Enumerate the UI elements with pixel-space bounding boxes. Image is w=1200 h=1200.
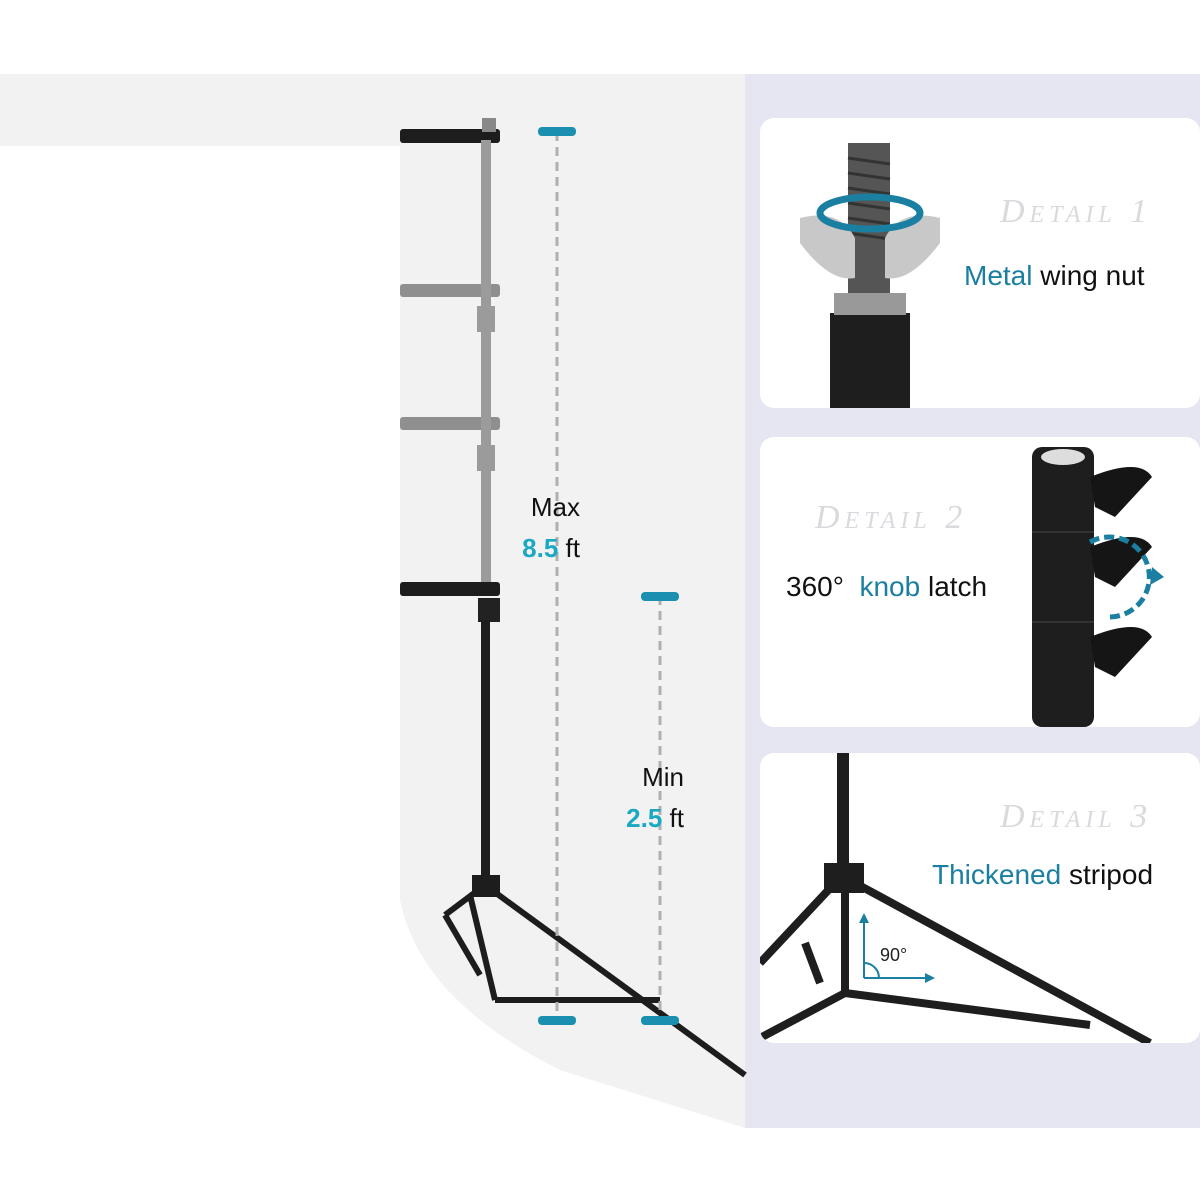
max-label: Max bbox=[530, 492, 580, 522]
detail-card-3: 90° Detail 3 Thickened stripod bbox=[760, 753, 1200, 1043]
max-bottom-marker bbox=[538, 1016, 576, 1025]
crossbar-ghost-2 bbox=[400, 417, 500, 430]
main-pole bbox=[481, 620, 490, 890]
min-value: 2.5 bbox=[626, 803, 663, 833]
detail-1-text: wing nut bbox=[1040, 260, 1145, 291]
crossbar-ghost-1 bbox=[400, 284, 500, 297]
detail-2-label: Detail 2 bbox=[815, 499, 968, 536]
max-top-marker bbox=[538, 127, 576, 136]
min-label-block: Min 2.5 ft bbox=[584, 762, 684, 834]
detail-1-accent: Metal bbox=[964, 260, 1033, 291]
crossbar-bottom bbox=[400, 582, 500, 596]
detail-1-label: Detail 1 bbox=[1000, 193, 1153, 230]
wing-nut-image bbox=[800, 143, 940, 408]
detail-1-caption: Metal wing nut bbox=[964, 260, 1145, 292]
detail-3-accent: Thickened bbox=[932, 859, 1062, 890]
tripod-detail-image: 90° bbox=[760, 753, 1152, 1043]
min-unit: ft bbox=[669, 803, 684, 833]
min-top-marker bbox=[641, 592, 679, 601]
detail-2-caption: 360° knob latch bbox=[786, 571, 987, 603]
detail-3-text: stripod bbox=[1068, 859, 1154, 890]
tripod-base bbox=[442, 882, 747, 1078]
pole-extension bbox=[481, 140, 491, 590]
angle-label: 90° bbox=[880, 945, 907, 965]
min-bottom-marker bbox=[641, 1016, 679, 1025]
detail-2-accent: knob bbox=[859, 571, 921, 602]
detail-2-lead: 360° bbox=[786, 571, 844, 602]
max-unit: ft bbox=[565, 533, 580, 563]
detail-3-label: Detail 3 bbox=[1000, 798, 1153, 835]
backdrop-cloth bbox=[0, 146, 745, 1128]
detail-card-2: Detail 2 360° knob latch bbox=[760, 437, 1200, 727]
knob-latch-image bbox=[1032, 447, 1164, 727]
min-label: Min bbox=[642, 762, 684, 792]
crossbar-top bbox=[400, 129, 500, 143]
detail-3-caption: Thickened stripod bbox=[932, 859, 1153, 891]
max-label-block: Max 8.5 ft bbox=[480, 492, 580, 564]
detail-card-1: Detail 1 Metal wing nut bbox=[760, 118, 1200, 408]
max-value: 8.5 bbox=[522, 533, 559, 563]
detail-2-text: latch bbox=[927, 571, 988, 602]
